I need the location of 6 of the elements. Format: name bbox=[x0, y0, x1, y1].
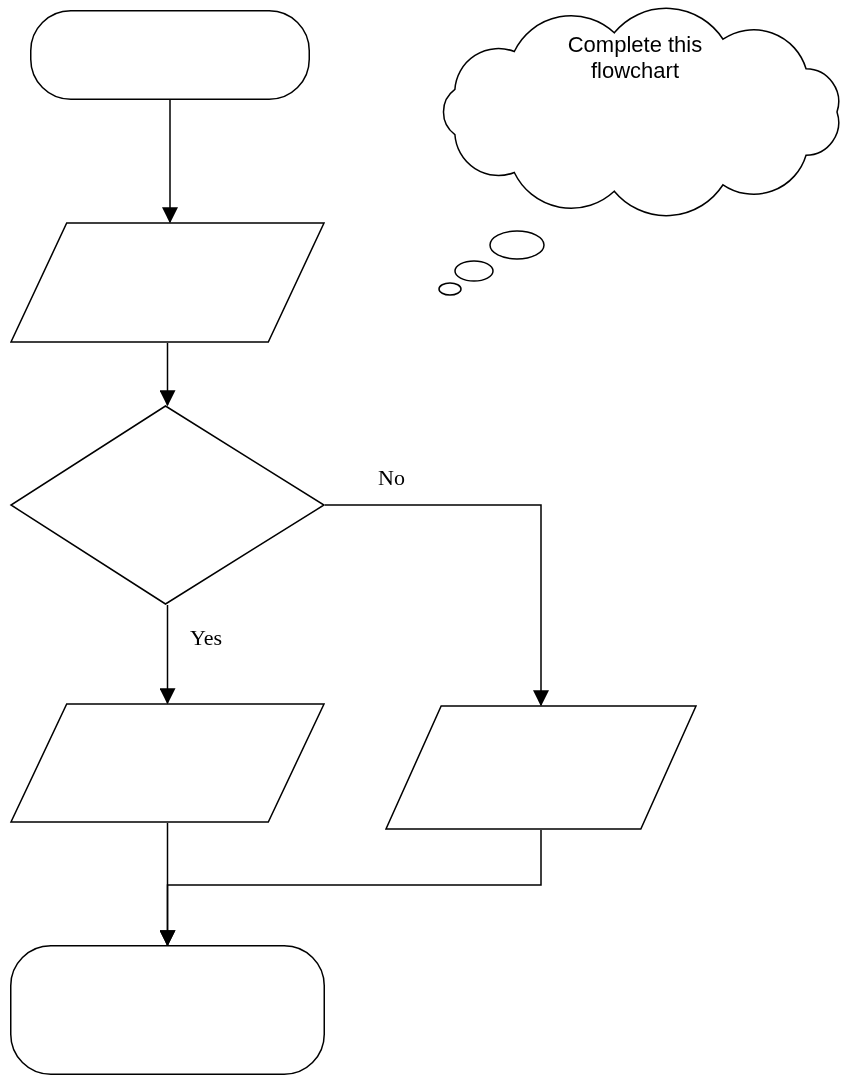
cloud-text: Complete this flowchart bbox=[566, 32, 704, 84]
arrow bbox=[159, 342, 176, 407]
arrow bbox=[324, 504, 549, 707]
arrow bbox=[159, 604, 176, 705]
arrow bbox=[162, 99, 178, 224]
arrow bbox=[159, 829, 542, 947]
